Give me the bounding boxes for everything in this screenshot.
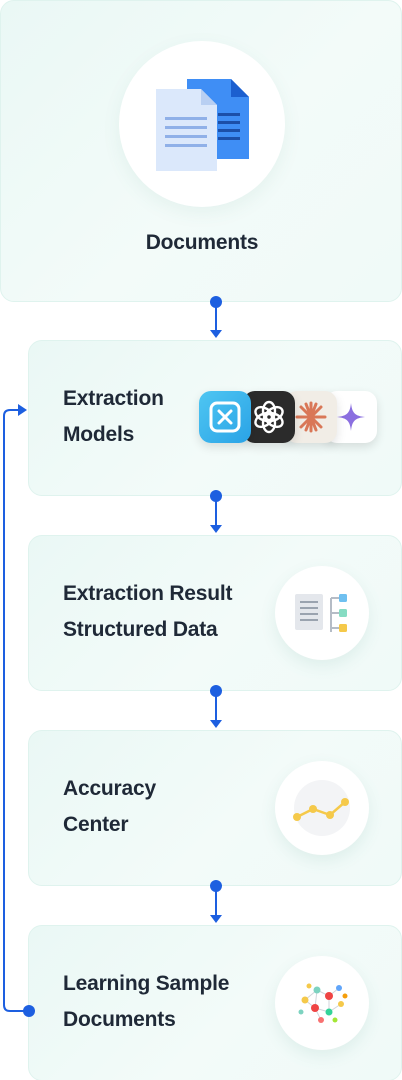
accuracy-icon-circle bbox=[275, 761, 369, 855]
extraction-models-card: Extraction Models bbox=[28, 340, 402, 496]
learning-icon-circle bbox=[275, 956, 369, 1050]
learning-samples-title: Learning Sample Documents bbox=[63, 966, 273, 1038]
structured-data-icon-circle bbox=[275, 566, 369, 660]
feedback-loop-arrowhead bbox=[18, 404, 27, 416]
down-arrow-1 bbox=[210, 302, 222, 338]
down-arrow-2 bbox=[210, 496, 222, 533]
openai-logo-icon bbox=[243, 391, 295, 443]
accuracy-center-title-line2: Center bbox=[63, 813, 129, 836]
learning-samples-card: Learning Sample Documents bbox=[28, 925, 402, 1080]
extraction-models-title-line2: Models bbox=[63, 423, 135, 446]
learning-network-icon bbox=[298, 983, 348, 1023]
structured-data-title-line1: Extraction Result bbox=[63, 582, 233, 605]
structured-data-icon bbox=[295, 594, 347, 632]
learning-samples-title-line1: Learning Sample bbox=[63, 972, 230, 995]
model-logos bbox=[199, 391, 379, 449]
documents-icon bbox=[156, 79, 249, 171]
model-logo-1-icon bbox=[199, 391, 251, 443]
accuracy-center-title-line1: Accuracy bbox=[63, 777, 156, 800]
structured-data-card: Extraction Result Structured Data bbox=[28, 535, 402, 691]
extraction-models-title: Extraction Models bbox=[63, 381, 273, 453]
documents-card: Documents bbox=[0, 0, 402, 302]
documents-icon-circle bbox=[119, 41, 285, 207]
accuracy-center-card: Accuracy Center bbox=[28, 730, 402, 886]
extraction-models-title-line1: Extraction bbox=[63, 387, 164, 410]
accuracy-center-title: Accuracy Center bbox=[63, 771, 273, 843]
structured-data-title: Extraction Result Structured Data bbox=[63, 576, 273, 648]
claude-logo-icon bbox=[285, 391, 337, 443]
structured-data-title-line2: Structured Data bbox=[63, 618, 218, 641]
accuracy-chart-icon bbox=[293, 780, 350, 836]
down-arrow-3 bbox=[210, 691, 222, 728]
down-arrow-4 bbox=[210, 886, 222, 923]
learning-samples-title-line2: Documents bbox=[63, 1008, 176, 1031]
documents-title: Documents bbox=[145, 231, 259, 254]
feedback-loop-line bbox=[3, 409, 29, 1012]
